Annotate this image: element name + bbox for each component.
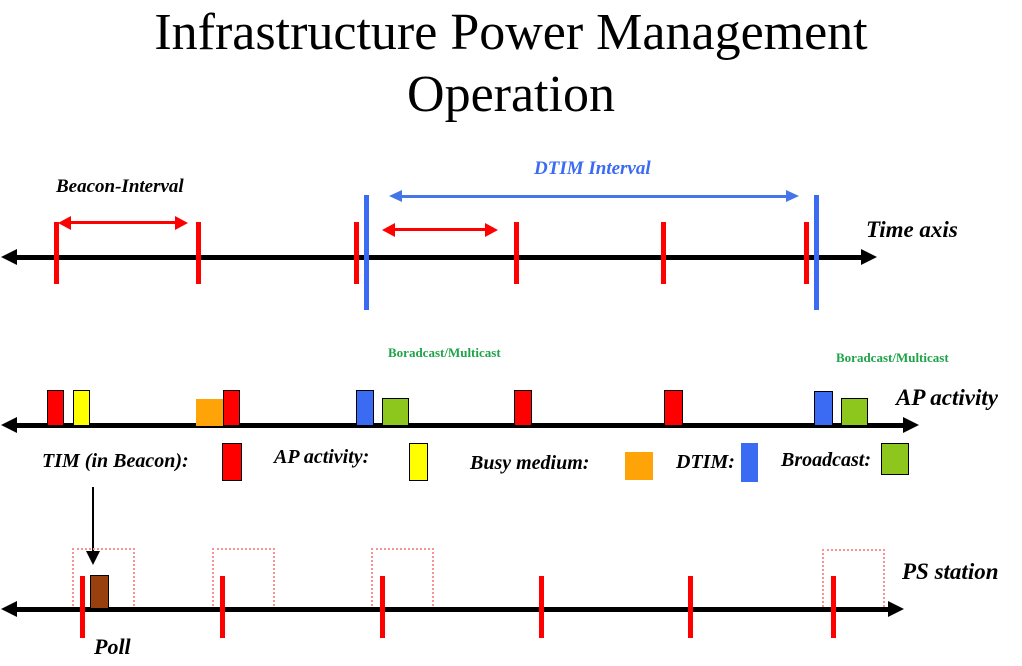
title-line-1: Infrastructure Power Management: [154, 4, 868, 61]
legend-label-broadcast: Broadcast:: [781, 449, 871, 471]
poll-label: Poll: [94, 634, 131, 659]
beacon-interval-arrow: [64, 221, 182, 224]
ps-station-label: PS station: [902, 559, 999, 584]
dtim-interval-arrow: [398, 195, 788, 198]
ps-beacon-tick: [539, 576, 544, 638]
ap-bar-busy-medium: [196, 399, 223, 426]
ap-activity-right-arrow-icon: [903, 417, 919, 433]
legend-swatch-tim: [222, 443, 242, 481]
beacon-tick: [196, 222, 201, 284]
legend-label-tim: TIM (in Beacon):: [42, 450, 189, 472]
ap-bar-ap-activity: [73, 390, 90, 426]
ap-bar-dtim: [356, 390, 374, 426]
broadcast-multicast-label-2: Boradcast/Multicast: [836, 350, 949, 365]
ap-bar-tim: [664, 390, 683, 426]
dtim-marker-line: [814, 195, 819, 310]
legend-swatch-ap-activity: [409, 443, 428, 481]
dtim-interval-arrow-left-icon: [389, 190, 402, 202]
dtim-interval-label: DTIM Interval: [534, 158, 651, 179]
ps-station-axis-line: [14, 607, 890, 612]
ap-activity-left-arrow-icon: [1, 417, 17, 433]
legend-label-busy-medium: Busy medium:: [470, 452, 590, 474]
ap-bar-dtim: [814, 391, 833, 426]
time-axis-line: [14, 255, 862, 260]
ps-beacon-tick: [831, 576, 836, 638]
ps-station-left-arrow-icon: [1, 601, 17, 617]
title-line-2: Operation: [407, 66, 615, 123]
ap-activity-axis-line: [14, 423, 904, 428]
tim-to-poll-arrow-line: [92, 487, 94, 553]
poll-frame-bar: [90, 575, 109, 609]
ap-bar-broadcast: [841, 398, 868, 426]
ps-beacon-tick: [688, 576, 693, 638]
ap-bar-tim: [47, 390, 64, 426]
ps-beacon-tick: [380, 576, 385, 638]
page-title: Infrastructure Power Management Operatio…: [0, 2, 1022, 126]
beacon-tick: [354, 222, 359, 284]
ps-beacon-tick: [80, 576, 85, 638]
beacon-interval-arrow-2: [390, 228, 486, 231]
ap-bar-tim: [223, 390, 240, 426]
beacon-interval-arrow-left-icon: [58, 215, 71, 230]
ap-activity-label: AP activity: [896, 385, 998, 410]
beacon-interval-arrow-2-right-icon: [485, 222, 498, 237]
dtim-interval-arrow-right-icon: [786, 190, 799, 202]
beacon-interval-arrow-2-left-icon: [382, 222, 395, 237]
ps-station-right-arrow-icon: [888, 601, 904, 617]
tim-to-poll-arrowhead-icon: [86, 551, 100, 565]
ap-bar-tim: [514, 390, 532, 426]
beacon-tick: [804, 222, 809, 284]
beacon-tick: [661, 222, 666, 284]
beacon-interval-label: Beacon-Interval: [56, 176, 184, 197]
ps-beacon-tick: [220, 576, 225, 638]
time-axis-label: Time axis: [866, 217, 958, 242]
legend-label-dtim: DTIM:: [676, 451, 735, 473]
legend-swatch-dtim: [741, 443, 758, 482]
broadcast-multicast-label-1: Boradcast/Multicast: [388, 345, 501, 360]
legend-swatch-busy-medium: [625, 452, 653, 480]
dtim-marker-line: [364, 195, 369, 310]
time-axis-right-arrow-icon: [861, 249, 877, 265]
legend-label-ap-activity: AP activity:: [274, 446, 370, 468]
beacon-tick: [514, 222, 519, 284]
legend-swatch-broadcast: [881, 443, 909, 475]
beacon-interval-arrow-right-icon: [175, 215, 188, 230]
time-axis-left-arrow-icon: [1, 249, 17, 265]
ap-bar-broadcast: [382, 398, 409, 426]
beacon-tick: [54, 222, 59, 284]
